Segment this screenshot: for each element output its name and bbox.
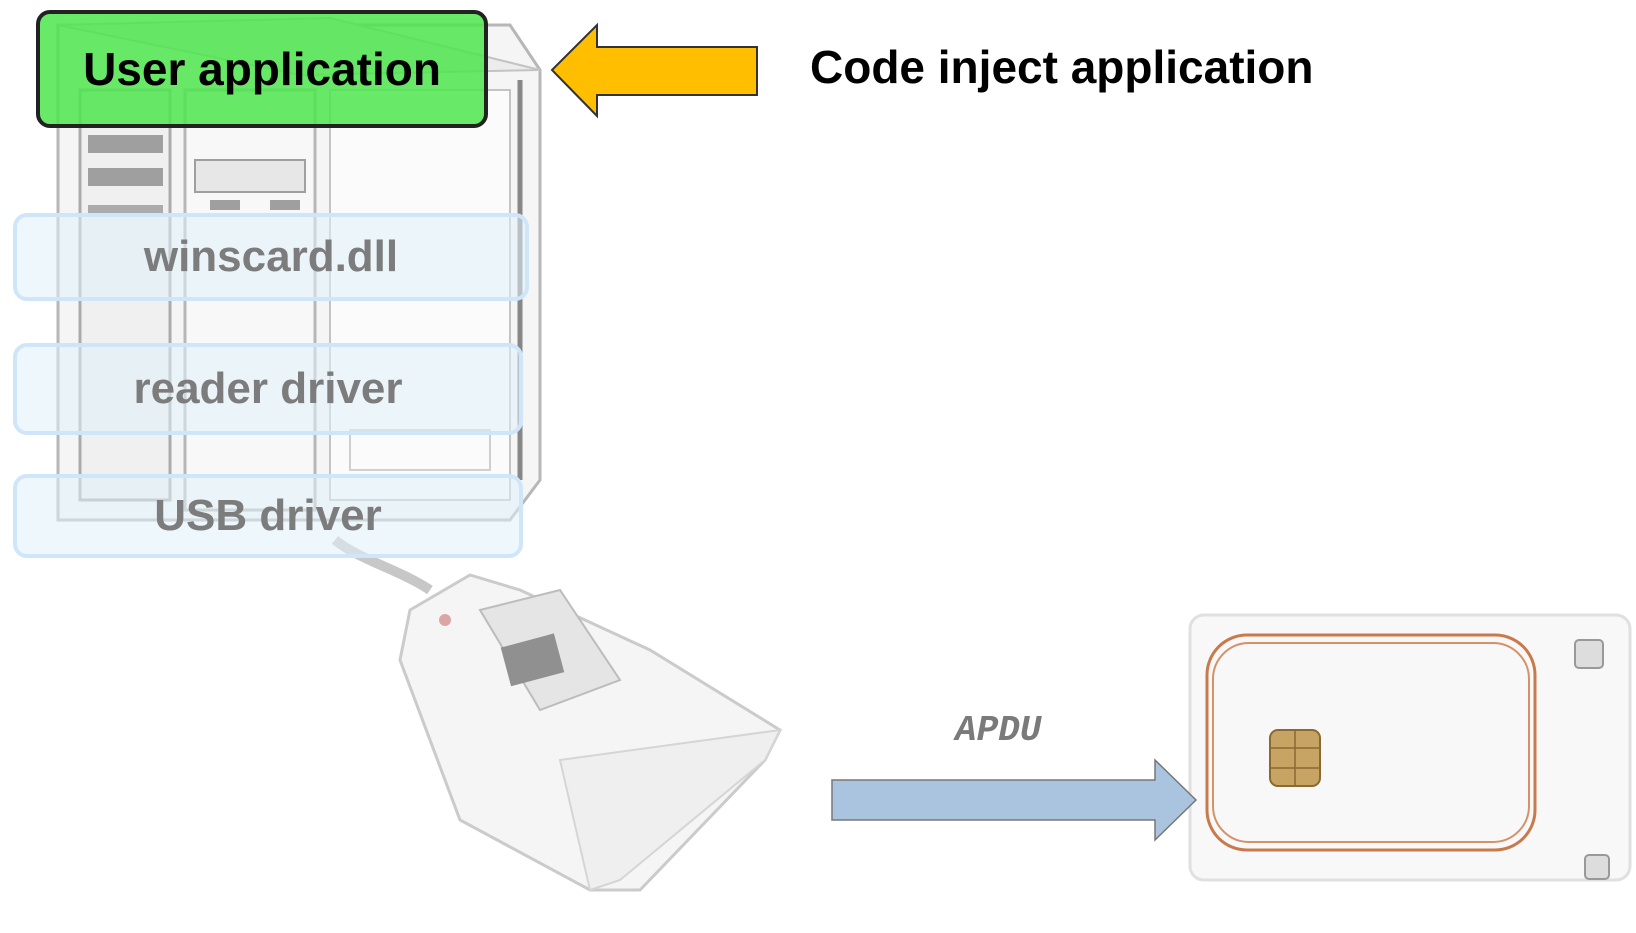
reader-driver-layer: reader driver <box>13 343 523 435</box>
usb-driver-label: USB driver <box>154 491 382 540</box>
user-application-label: User application <box>83 43 441 95</box>
smart-card-icon <box>1188 613 1632 882</box>
winscard-label: winscard.dll <box>143 232 399 281</box>
apdu-label: APDU <box>955 710 1042 751</box>
winscard-layer: winscard.dll <box>13 213 529 301</box>
reader-driver-label: reader driver <box>133 364 403 413</box>
inject-arrow-icon <box>550 22 758 119</box>
apdu-arrow-icon <box>831 758 1198 842</box>
code-inject-label: Code inject application <box>810 41 1314 93</box>
user-application-layer: User application <box>36 10 488 128</box>
usb-driver-layer: USB driver <box>13 474 523 558</box>
usb-reader-icon <box>331 536 782 892</box>
